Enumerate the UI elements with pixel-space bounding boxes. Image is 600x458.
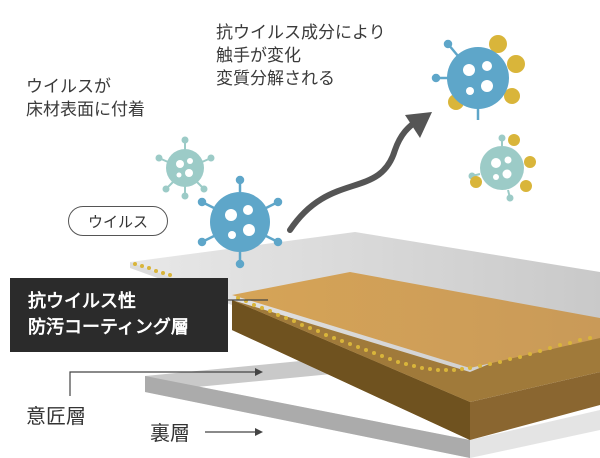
coating-line-1: 抗ウイルス性	[28, 291, 136, 311]
effect-line-2: 触手が変化	[216, 45, 301, 65]
coating-dots	[133, 262, 592, 372]
design-leader-line	[69, 371, 255, 396]
effect-description: 抗ウイルス成分により 触手が変化 変質分解される	[216, 22, 386, 91]
virus-changed-small	[468, 134, 536, 202]
back-layer-label: 裏層	[150, 423, 190, 445]
virus-tag: ウイルス	[68, 206, 168, 236]
back-layer-front	[145, 376, 470, 458]
coating-layer-label: 抗ウイルス性 防汚コーティング層	[10, 278, 228, 352]
effect-line-3: 変質分解される	[216, 68, 335, 88]
curved-arrow	[287, 115, 423, 233]
virus-changed-large	[431, 35, 525, 120]
attach-line-2: 床材表面に付着	[26, 99, 145, 119]
design-layer-side	[232, 300, 600, 440]
virus-teal-left	[155, 136, 215, 200]
design-layer-label: 意匠層	[26, 406, 86, 428]
design-layer-front	[232, 300, 470, 440]
attach-line-1: ウイルスが	[26, 77, 111, 96]
effect-line-1: 抗ウイルス成分により	[216, 23, 386, 42]
arrow-head	[405, 112, 432, 138]
design-layer-top	[232, 272, 600, 368]
attach-description: ウイルスが 床材表面に付着	[26, 76, 145, 122]
coating-line-2: 防汚コーティング層	[28, 317, 189, 338]
virus-blue-center	[197, 175, 283, 269]
